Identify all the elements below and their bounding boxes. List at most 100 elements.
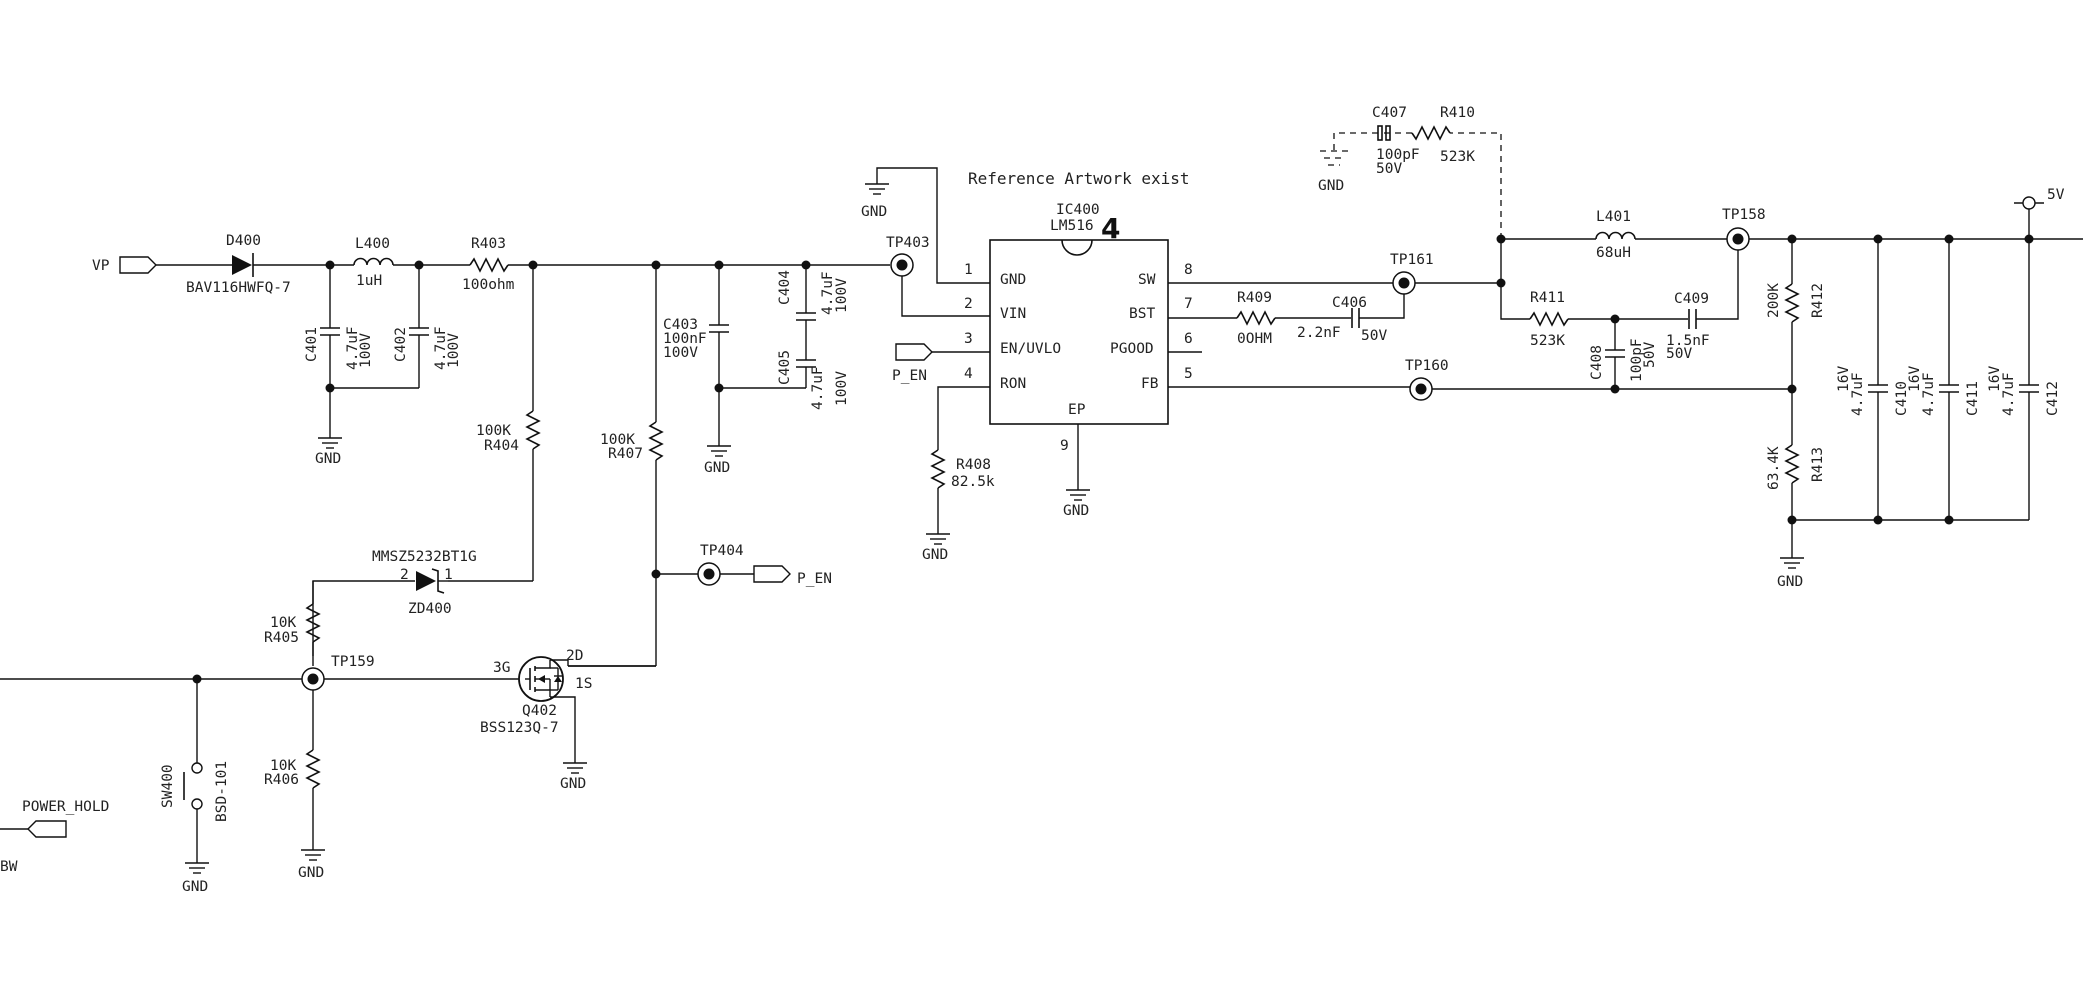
r405-ref: R405 [264, 630, 299, 646]
c411-value2: 16V [1907, 366, 1923, 392]
c407-value1: 100pF [1376, 147, 1420, 163]
q402-d: 2D [566, 648, 583, 664]
tp403-testpoint: TP403 [886, 235, 930, 277]
zd400-ref: ZD400 [408, 601, 452, 617]
r404-resistor: 100K R404 [476, 265, 541, 581]
p-en-port: P_EN [753, 565, 832, 587]
pin-en-name: EN/UVLO [1000, 341, 1061, 357]
r413-resistor: 63.4K R413 [1766, 389, 1826, 520]
c401-ref: C401 [304, 327, 320, 362]
c412-value2: 16V [1987, 366, 2003, 392]
c410-ref: C410 [1894, 381, 1910, 416]
zd400-zener: MMSZ5232BT1G 2 1 ZD400 [372, 549, 477, 617]
reference-artwork-note: Reference Artwork exist [968, 169, 1190, 188]
c405-value1: 4.7uF [810, 366, 826, 410]
pin-fb-num: 5 [1184, 366, 1193, 382]
q402-s: 1S [575, 676, 592, 692]
tp158-label: TP158 [1722, 207, 1766, 223]
pin-fb-name: FB [1141, 376, 1159, 392]
sw400-ref: SW400 [160, 764, 176, 808]
pin-en-num: 3 [964, 331, 973, 347]
r404-value: 100K [476, 423, 511, 439]
c403-value1: 100nF [663, 331, 707, 347]
tp160-testpoint: TP160 [1405, 358, 1449, 401]
q402-g: 3G [493, 660, 510, 676]
r406-resistor: 10K R406 [264, 690, 321, 842]
pin-pgood-num: 6 [1184, 331, 1193, 347]
l401-value: 68uH [1596, 245, 1631, 261]
r409-resistor: R409 0OHM [1236, 290, 1276, 347]
l400-ref: L400 [355, 236, 390, 252]
c408-ref: C408 [1589, 345, 1605, 380]
q402-ref: Q402 [522, 703, 557, 719]
tp160-label: TP160 [1405, 358, 1449, 374]
l401-inductor: L401 68uH [1595, 209, 1636, 261]
r403-ref: R403 [471, 236, 506, 252]
gnd-dashed: GND [1318, 150, 1348, 194]
c410-capacitor: 16V 4.7uF C410 [1836, 239, 1910, 520]
c410-value1: 4.7uF [1850, 372, 1866, 416]
d400-ref: D400 [226, 233, 261, 249]
r413-ref: R413 [1810, 447, 1826, 482]
c411-value1: 4.7uF [1921, 372, 1937, 416]
c406-value1: 2.2nF [1297, 325, 1341, 341]
c406-ref: C406 [1332, 295, 1367, 311]
c403-ref: C403 [663, 317, 698, 333]
zd400-pin2: 2 [400, 567, 409, 583]
pin-sw-name: SW [1138, 272, 1156, 288]
c408-value1: 100pF [1629, 338, 1645, 382]
c401-value2: 100V [358, 333, 374, 368]
r405-resistor: 10K R405 [264, 581, 321, 656]
pin-ep-num: 9 [1060, 438, 1069, 454]
c403-value2: 100V [663, 345, 698, 361]
power-hold-port: POWER_HOLD [0, 799, 109, 838]
c409-value2: 50V [1666, 346, 1692, 362]
c402-value1: 4.7uF [433, 326, 449, 370]
sw400-value: BSD-101 [214, 761, 230, 822]
tp159-testpoint: TP159 [301, 654, 375, 691]
r411-resistor: R411 523K [1529, 290, 1569, 349]
r410-value: 523K [1440, 149, 1475, 165]
vp-port: VP [92, 256, 232, 274]
c404-value2: 100V [834, 278, 850, 313]
r406-value: 10K [270, 758, 296, 774]
c408-value2: 50V [1642, 342, 1658, 368]
r405-value: 10K [270, 615, 296, 631]
c405-ref: C405 [777, 350, 793, 385]
pin-ron-name: RON [1000, 376, 1026, 392]
pin-ep-name: EP [1068, 402, 1086, 418]
c412-capacitor: 16V 4.7uF C412 [1987, 200, 2061, 520]
gnd-r408: GND [922, 547, 948, 563]
ic400-part: LM516 [1050, 218, 1094, 234]
gnd-c403: GND [704, 460, 730, 476]
c401-capacitor: C401 4.7uF 100V [304, 265, 374, 388]
rail-5v-label: 5V [2047, 187, 2065, 203]
r409-value: 0OHM [1237, 331, 1272, 347]
c406-value2: 50V [1361, 328, 1387, 344]
pin-sw-num: 8 [1184, 262, 1193, 278]
tp403-label: TP403 [886, 235, 930, 251]
ic400-mark: 4 [1101, 212, 1120, 245]
gnd-dashed-label: GND [1318, 178, 1344, 194]
q402-mosfet: 3G 2D 1S Q402 BSS123Q-7 [480, 648, 592, 736]
r413-value: 63.4K [1766, 446, 1782, 490]
ic400-ref: IC400 [1056, 202, 1100, 218]
zd400-value: MMSZ5232BT1G [372, 549, 477, 565]
c407-ref: C407 [1372, 105, 1407, 121]
c407-value2: 50V [1376, 161, 1402, 177]
r407-ref: R407 [608, 446, 643, 462]
p-en-left-label: P_EN [892, 368, 927, 384]
l400-value: 1uH [356, 273, 382, 289]
c409-ref: C409 [1674, 291, 1709, 307]
c411-ref: C411 [1965, 381, 1981, 416]
l400-inductor: L400 1uH [330, 236, 418, 289]
c410-value2: 16V [1836, 366, 1852, 392]
r408-resistor: R408 82.5k [930, 449, 995, 526]
r411-value: 523K [1530, 333, 1565, 349]
c404-ref: C404 [777, 270, 793, 305]
r412-value: 200K [1766, 283, 1782, 318]
gnd-output: GND [1777, 574, 1803, 590]
vp-label: VP [92, 258, 110, 274]
c404-value1: 4.7uF [820, 271, 836, 315]
